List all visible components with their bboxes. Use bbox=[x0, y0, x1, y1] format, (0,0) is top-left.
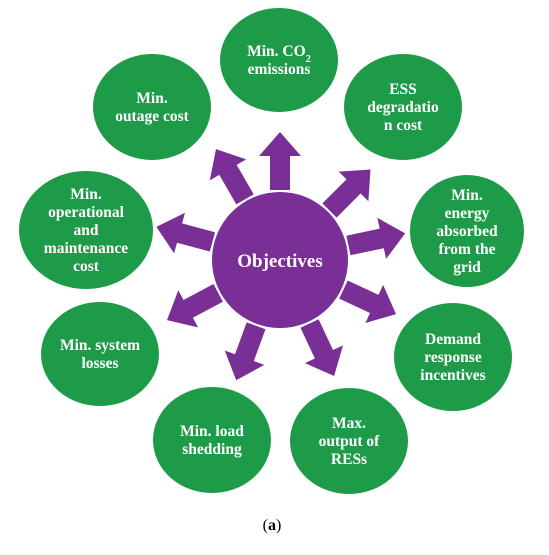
objective-label-co2-line-2: emissions bbox=[248, 61, 311, 78]
arrow-grid bbox=[346, 217, 406, 259]
objective-label-om-line-1: Min. bbox=[70, 186, 102, 203]
objective-label-losses-line-1: Min. system bbox=[60, 337, 140, 354]
objective-label-co2-line-1: Min. CO2 bbox=[247, 43, 311, 65]
objective-label-ess-line-3: n cost bbox=[384, 117, 423, 134]
objective-label-om-line-2: operational bbox=[48, 204, 124, 221]
hub-group: Objectives bbox=[212, 192, 348, 328]
objective-circle-demand bbox=[392, 301, 514, 413]
objective-label-demand-line-3: incentives bbox=[420, 367, 485, 384]
objective-label-ess-line-2: degradatio bbox=[367, 99, 439, 116]
objective-label-outage-line-1: Min. bbox=[136, 90, 168, 107]
figure-caption: (a) bbox=[263, 517, 282, 534]
objective-node-outage: Min.outage cost bbox=[91, 52, 213, 162]
objective-circle-losses bbox=[39, 300, 161, 408]
objective-label-grid-line-1: Min. bbox=[451, 187, 483, 204]
objective-label-om-line-5: cost bbox=[73, 258, 100, 275]
arrow-res bbox=[300, 319, 343, 376]
objective-label-load-line-1: Min. load bbox=[180, 423, 244, 440]
objective-label-ess-line-1: ESS bbox=[389, 81, 417, 98]
arrow-losses bbox=[167, 284, 223, 328]
objective-label-demand-line-1: Demand bbox=[425, 331, 481, 348]
arrow-om bbox=[156, 212, 215, 254]
arrow-ess bbox=[322, 169, 371, 218]
caption-close: ) bbox=[276, 517, 281, 534]
objective-label-co2-subscript: 2 bbox=[306, 54, 311, 65]
objective-circle-co2 bbox=[218, 6, 340, 114]
objectives-hub bbox=[212, 192, 348, 328]
caption-letter: a bbox=[268, 517, 276, 534]
arrow-demand bbox=[339, 280, 396, 323]
objective-circle-res bbox=[288, 386, 410, 496]
objective-circle-load bbox=[151, 385, 273, 495]
objective-circle-om bbox=[17, 169, 155, 291]
objective-circle-grid bbox=[408, 173, 526, 289]
objective-label-grid-line-4: from the bbox=[439, 241, 496, 258]
objectives-hub-label: Objectives bbox=[237, 251, 322, 272]
objective-label-outage-line-2: outage cost bbox=[115, 108, 189, 125]
objective-label-demand-line-2: response bbox=[424, 349, 482, 366]
objective-label-grid-line-2: energy bbox=[445, 205, 490, 222]
objective-circle-ess bbox=[342, 52, 464, 162]
arrow-load bbox=[224, 322, 266, 381]
objective-label-res-line-3: RESs bbox=[331, 451, 367, 468]
caption-open: ( bbox=[263, 517, 268, 534]
objective-label-load-line-2: shedding bbox=[182, 441, 242, 458]
objective-label-res-line-1: Max. bbox=[332, 415, 366, 432]
objective-label-om-line-4: maintenance bbox=[44, 240, 129, 257]
objective-label-grid-line-3: absorbed bbox=[436, 223, 498, 240]
objective-label-res-line-2: output of bbox=[319, 433, 381, 450]
arrows-group bbox=[156, 132, 406, 381]
objective-label-grid-line-5: grid bbox=[453, 259, 481, 276]
arrow-outage bbox=[209, 149, 254, 205]
objective-label-losses-line-2: losses bbox=[81, 355, 118, 372]
arrow-co2 bbox=[259, 132, 301, 190]
objective-label-om-line-3: and bbox=[74, 222, 99, 239]
objective-circle-outage bbox=[91, 52, 213, 162]
